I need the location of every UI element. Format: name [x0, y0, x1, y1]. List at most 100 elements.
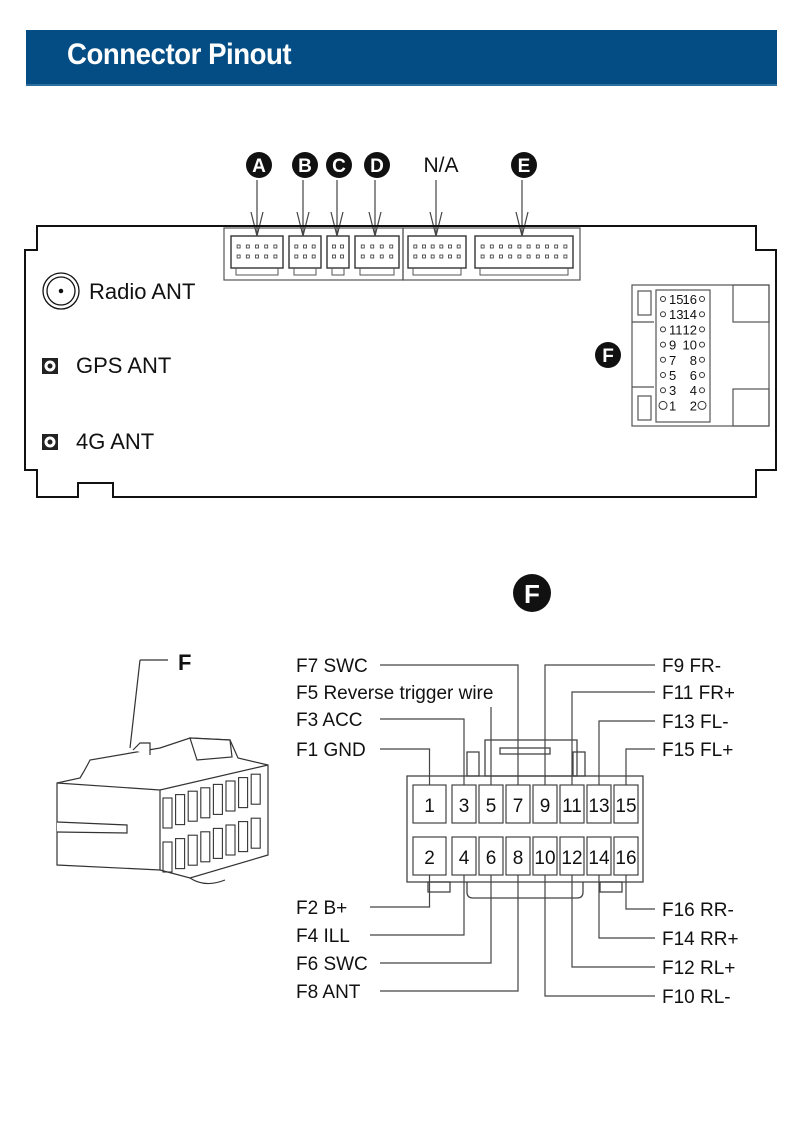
pin-cell-8	[505, 836, 531, 876]
pin-hole	[545, 254, 549, 259]
pin-hole	[422, 254, 426, 259]
plug-cavity	[225, 824, 236, 856]
pin-cell-6	[478, 836, 504, 876]
pin-label-f3: F3 ACC	[296, 710, 363, 731]
pin-hole	[303, 244, 307, 249]
leader-line	[380, 875, 519, 992]
leader-line	[370, 875, 431, 908]
pin-hole	[448, 254, 452, 259]
plug-cavity	[200, 787, 211, 819]
pin-hole	[545, 244, 549, 249]
unit-f-pin-label: 6	[690, 368, 697, 383]
pin-hole	[370, 244, 375, 249]
pin-hole	[508, 244, 513, 249]
unit-f-pin-label: 9	[669, 338, 676, 353]
pin-number: 2	[424, 848, 435, 869]
leader-line	[625, 875, 655, 910]
unit-f-pin-label: 11	[669, 322, 683, 337]
leader-line	[370, 875, 465, 936]
pin-cell-3	[451, 784, 477, 824]
pin-hole	[517, 244, 522, 249]
pin-hole	[389, 254, 394, 259]
pin-leader-lines	[370, 664, 655, 997]
pin-hole	[294, 244, 299, 249]
pin-label-f1: F1 GND	[296, 740, 366, 761]
antenna-label-gps: GPS ANT	[76, 353, 171, 378]
pin-hole	[563, 244, 568, 249]
pin-hole	[370, 254, 375, 259]
pin-cell-15	[613, 784, 639, 824]
unit-f-pin-label: 8	[690, 353, 697, 368]
pin-hole	[245, 254, 250, 259]
page-title: Connector Pinout	[67, 38, 292, 71]
leader-line	[598, 875, 655, 939]
pin-hole	[439, 244, 444, 249]
4g-antenna-jack-icon	[42, 434, 58, 450]
unit-f-pin-label: 2	[690, 398, 697, 413]
unit-f-pin-label: 16	[683, 292, 697, 307]
pin-hole	[340, 254, 344, 259]
leader-line	[380, 748, 431, 785]
pin-number: 5	[486, 796, 497, 817]
pin-label-f11: F11 FR+	[662, 683, 735, 704]
pin-label-f4: F4 ILL	[296, 926, 350, 947]
plug-cavity	[212, 783, 223, 815]
plug-cavity	[162, 841, 173, 873]
unit-f-pin-label: 14	[683, 307, 697, 322]
pin-hole	[264, 244, 269, 249]
pin-hole	[389, 244, 394, 249]
pin-hole	[554, 244, 559, 249]
pin-cell-12	[559, 836, 585, 876]
pin-number: 3	[459, 796, 470, 817]
pin-hole	[236, 254, 241, 259]
connector-label-na: N/A	[423, 154, 458, 177]
pin-hole	[439, 254, 444, 259]
pin-number: 7	[513, 796, 524, 817]
pin-number: 13	[588, 796, 609, 817]
plug-cavity	[200, 831, 211, 863]
leader-line	[380, 875, 492, 964]
connector-badge-b: B	[292, 152, 318, 178]
plug-cavity	[175, 794, 186, 826]
pin-hole	[303, 254, 307, 259]
pin-hole	[332, 254, 336, 259]
unit-f-pin-label: 15	[669, 292, 683, 307]
pin-cell-4	[451, 836, 477, 876]
leader-line	[571, 691, 655, 785]
pin-number: 4	[459, 848, 470, 869]
antenna-label-radio: Radio ANT	[89, 279, 195, 304]
pin-label-f2: F2 B+	[296, 898, 347, 919]
pin-label-f13: F13 FL-	[662, 712, 729, 733]
svg-text:D: D	[370, 156, 384, 177]
pin-label-f5: F5 Reverse trigger wire	[296, 683, 493, 704]
leader-line	[380, 664, 519, 785]
pin-label-f10: F10 RL-	[662, 987, 731, 1008]
pin-hole	[535, 254, 540, 259]
pin-hole	[489, 254, 494, 259]
svg-text:F: F	[524, 579, 540, 609]
pin-label-f9: F9 FR-	[662, 656, 721, 677]
svg-text:F: F	[602, 346, 614, 367]
pin-number: 9	[540, 796, 551, 817]
pin-cell-16	[613, 836, 639, 876]
pin-hole	[255, 254, 259, 259]
pin-hole	[480, 254, 485, 259]
pin-number: 11	[562, 796, 582, 817]
pin-hole	[517, 254, 522, 259]
radio-antenna-jack-icon	[42, 272, 80, 310]
plug-cavity	[162, 797, 173, 829]
pin-hole	[340, 244, 344, 249]
svg-text:B: B	[298, 156, 312, 177]
pin-hole	[413, 254, 418, 259]
plug-label: F	[178, 650, 191, 675]
svg-text:A: A	[252, 156, 266, 177]
pin-number: 6	[486, 848, 497, 869]
svg-text:C: C	[332, 156, 346, 177]
pin-hole	[499, 254, 503, 259]
pin-hole	[489, 244, 494, 249]
pin-hole	[554, 254, 559, 259]
